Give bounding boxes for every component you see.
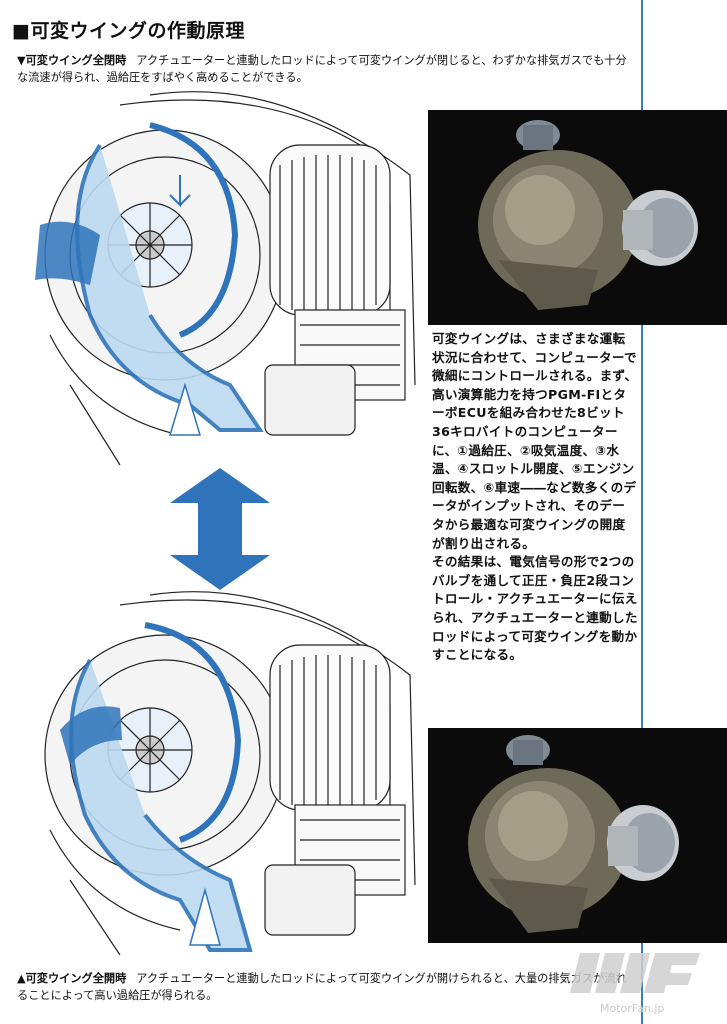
caption-closed-lead: ▼可変ウイング全閉時: [17, 54, 127, 67]
double-arrow-icon: [170, 468, 270, 590]
page-border-line: [641, 0, 643, 1024]
turbo-diagram-closed: [35, 91, 416, 466]
body-text: 可変ウイングは、さまざまな運転状況に合わせて、コンピューターで微細にコントロール…: [432, 330, 638, 665]
turbo-photo-open: [428, 728, 727, 943]
caption-open-text: アクチュエーターと連動したロッドによって可変ウイングが開けられると、大量の排気ガ…: [17, 972, 627, 1002]
turbo-diagram-open: [44, 591, 416, 956]
body-paragraph-1: 可変ウイングは、さまざまな運転状況に合わせて、コンピューターで微細にコントロール…: [432, 331, 638, 551]
turbo-photo-closed: [428, 110, 727, 325]
caption-open-lead: ▲可変ウイング全開時: [17, 972, 127, 985]
body-paragraph-2: その結果は、電気信号の形で2つのバルブを通して正圧・負圧2段コントロール・アクチ…: [432, 554, 638, 663]
caption-closed: ▼可変ウイング全閉時アクチュエーターと連動したロッドによって可変ウイングが閉じる…: [17, 52, 632, 86]
watermark-text: MotorFan.jp: [600, 1002, 664, 1015]
watermark-logo: MotorFan.jp: [570, 953, 700, 1015]
page-title: ■可変ウイングの作動原理: [12, 20, 245, 42]
caption-open: ▲可変ウイング全開時アクチュエーターと連動したロッドによって可変ウイングが開けら…: [17, 970, 632, 1004]
caption-closed-text: アクチュエーターと連動したロッドによって可変ウイングが閉じると、わずかな排気ガス…: [17, 54, 627, 84]
